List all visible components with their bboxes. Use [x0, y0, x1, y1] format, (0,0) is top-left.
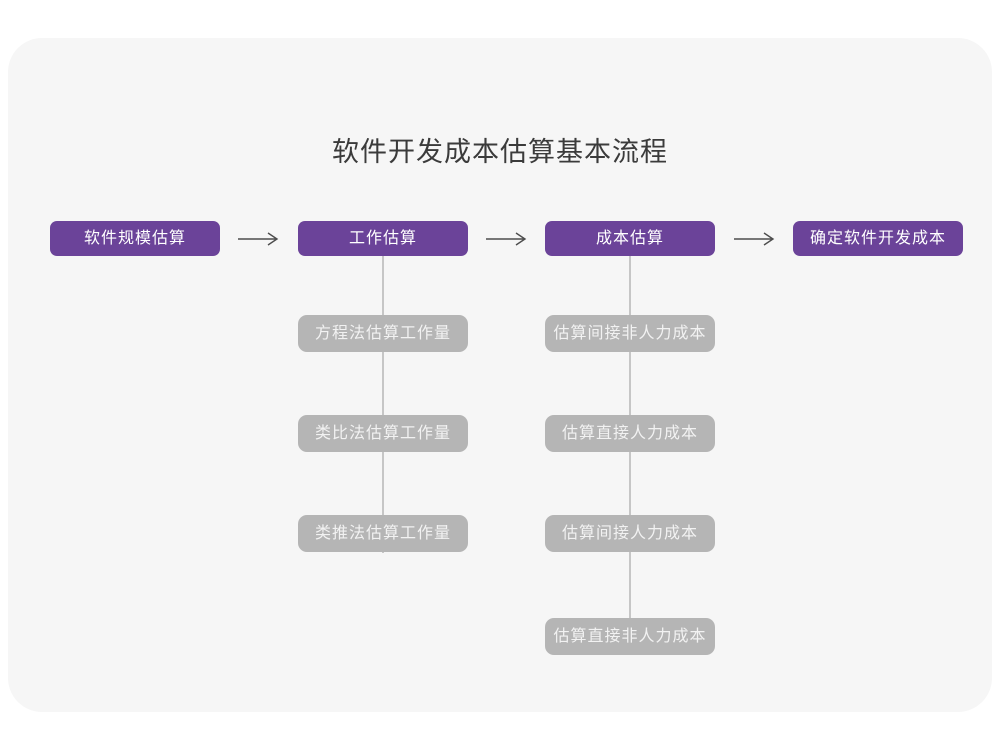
node-indirect-labor-cost: 估算间接人力成本	[545, 515, 715, 552]
node-analogy-method-workload: 类比法估算工作量	[298, 415, 468, 452]
node-indirect-non-labor-cost: 估算间接非人力成本	[545, 315, 715, 352]
connector-line-work	[382, 256, 384, 553]
node-equation-method-workload: 方程法估算工作量	[298, 315, 468, 352]
arrow-right-icon	[486, 232, 527, 246]
arrow-right-icon	[238, 232, 279, 246]
node-software-scale-estimation: 软件规模估算	[50, 221, 220, 256]
node-cost-estimation: 成本估算	[545, 221, 715, 256]
node-direct-labor-cost: 估算直接人力成本	[545, 415, 715, 452]
diagram-title: 软件开发成本估算基本流程	[332, 137, 668, 167]
node-direct-non-labor-cost: 估算直接非人力成本	[545, 618, 715, 655]
node-work-estimation: 工作估算	[298, 221, 468, 256]
arrow-right-icon	[734, 232, 775, 246]
diagram-card: 软件开发成本估算基本流程 软件规模估算 工作估算 成本估算 确定软件开发成本 方…	[8, 38, 992, 712]
node-extrapolation-method-workload: 类推法估算工作量	[298, 515, 468, 552]
node-determine-dev-cost: 确定软件开发成本	[793, 221, 963, 256]
